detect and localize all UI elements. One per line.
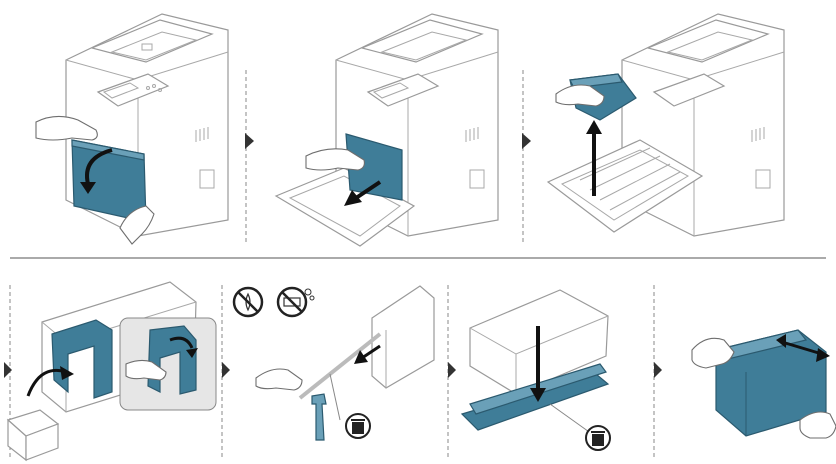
step-1-open-front-door (35, 13, 229, 245)
trash-bin-icon (345, 413, 371, 439)
step-6-place-in-packaging (460, 289, 611, 451)
step-arrow-icon (654, 362, 662, 378)
step-arrow-icon (4, 362, 12, 378)
step-5-remove-seal-tape (232, 285, 435, 441)
step-7-shake-cartridge (691, 329, 836, 439)
no-crush-icon (276, 286, 315, 318)
trash-bin-icon (585, 425, 611, 451)
step-2-remove-waste-container (274, 13, 499, 247)
step-arrow-icon (245, 133, 254, 149)
no-fire-icon (232, 286, 264, 318)
step-arrow-icon (448, 362, 456, 378)
step-arrow-icon (522, 133, 531, 149)
step-arrow-icon (222, 362, 230, 378)
step-3-lift-toner-cartridge (546, 13, 785, 237)
step-4-unpack-cartridge (6, 281, 217, 462)
